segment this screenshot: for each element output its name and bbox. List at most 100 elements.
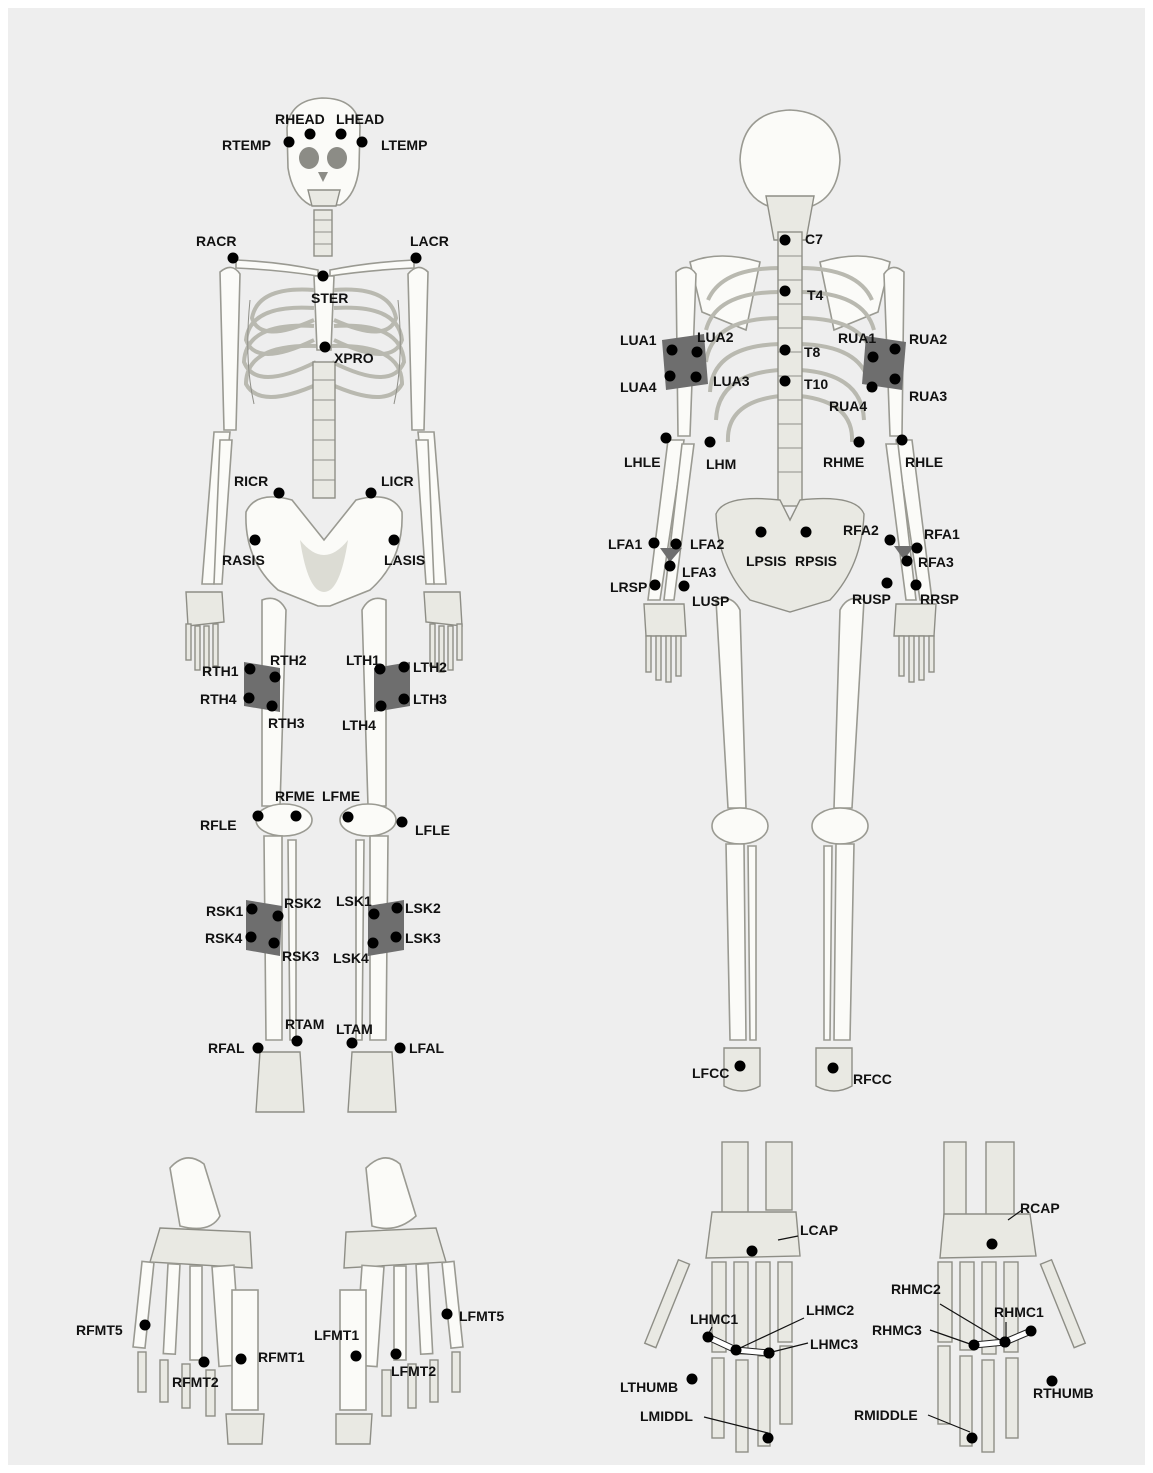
label-rua4: RUA4 <box>829 398 867 414</box>
marker-rcap <box>987 1239 998 1250</box>
marker-lacr <box>411 253 422 264</box>
label-lth1: LTH1 <box>346 652 380 668</box>
marker-lfmt1 <box>351 1351 362 1362</box>
marker-xpro <box>320 342 331 353</box>
label-rfcc: RFCC <box>853 1071 892 1087</box>
label-lacr: LACR <box>410 233 449 249</box>
label-lfcc: LFCC <box>692 1065 729 1081</box>
label-lua1: LUA1 <box>620 332 657 348</box>
marker-lua1 <box>667 345 678 356</box>
label-lua2: LUA2 <box>697 329 734 345</box>
marker-lsk3 <box>391 932 402 943</box>
marker-rrsp <box>911 580 922 591</box>
label-rfa3: RFA3 <box>918 554 954 570</box>
label-rsk4: RSK4 <box>205 930 243 946</box>
label-rfle: RFLE <box>200 817 237 833</box>
label-lth4: LTH4 <box>342 717 376 733</box>
marker-lfle <box>397 817 408 828</box>
marker-licr <box>366 488 377 499</box>
label-lcap: LCAP <box>800 1222 838 1238</box>
marker-lfcc <box>735 1061 746 1072</box>
label-rrsp: RRSP <box>920 591 959 607</box>
label-c7: C7 <box>805 231 823 247</box>
marker-rpsis <box>801 527 812 538</box>
label-racr: RACR <box>196 233 236 249</box>
marker-rfa3 <box>902 556 913 567</box>
marker-lusp <box>679 581 690 592</box>
marker-lua4 <box>665 371 676 382</box>
label-rhmc3: RHMC3 <box>872 1322 922 1338</box>
marker-lth2 <box>399 662 410 673</box>
label-rfme: RFME <box>275 788 315 804</box>
marker-lfa2 <box>671 539 682 550</box>
marker-rtemp <box>284 137 295 148</box>
label-lth2: LTH2 <box>413 659 447 675</box>
marker-rfa2 <box>885 535 896 546</box>
label-rasis: RASIS <box>222 552 265 568</box>
label-lrsp: LRSP <box>610 579 647 595</box>
marker-lcap <box>747 1246 758 1257</box>
marker-lrsp <box>650 580 661 591</box>
marker-t8 <box>780 345 791 356</box>
label-rhmc2: RHMC2 <box>891 1281 941 1297</box>
marker-lfmt5 <box>442 1309 453 1320</box>
marker-lhead <box>336 129 347 140</box>
label-lua3: LUA3 <box>713 373 750 389</box>
label-rhmc1: RHMC1 <box>994 1304 1044 1320</box>
marker-hand-bar-end-1 <box>703 1332 714 1343</box>
marker-ricr <box>274 488 285 499</box>
marker-lpsis <box>756 527 767 538</box>
marker-lhmc1 <box>731 1345 742 1356</box>
label-rsk1: RSK1 <box>206 903 244 919</box>
label-lhmc1: LHMC1 <box>690 1311 738 1327</box>
label-rfa1: RFA1 <box>924 526 960 542</box>
label-rhead: RHEAD <box>275 111 325 127</box>
label-rth2: RTH2 <box>270 652 307 668</box>
label-rua1: RUA1 <box>838 330 876 346</box>
front-skeleton <box>186 98 462 1112</box>
label-xpro: XPRO <box>334 350 374 366</box>
label-lthumb: LTHUMB <box>620 1379 678 1395</box>
label-lhmc3: LHMC3 <box>810 1336 858 1352</box>
marker-lhm <box>705 437 716 448</box>
marker-rfmt1 <box>236 1354 247 1365</box>
marker-rmiddle <box>967 1433 978 1444</box>
marker-lhle <box>661 433 672 444</box>
marker-rua3 <box>890 374 901 385</box>
marker-rhle <box>897 435 908 446</box>
marker-rfle <box>253 811 264 822</box>
label-lfmt5: LFMT5 <box>459 1308 504 1324</box>
marker-rsk3 <box>269 938 280 949</box>
marker-ster <box>318 271 329 282</box>
label-lfmt2: LFMT2 <box>391 1363 436 1379</box>
marker-rfmt2 <box>199 1357 210 1368</box>
label-lsk3: LSK3 <box>405 930 441 946</box>
label-rfmt5: RFMT5 <box>76 1322 123 1338</box>
label-rsk3: RSK3 <box>282 948 320 964</box>
label-rth4: RTH4 <box>200 691 237 707</box>
label-lusp: LUSP <box>692 593 729 609</box>
label-ster: STER <box>311 290 348 306</box>
marker-lthumb <box>687 1374 698 1385</box>
marker-rua1 <box>868 352 879 363</box>
marker-rsk4 <box>246 932 257 943</box>
label-rth1: RTH1 <box>202 663 239 679</box>
label-lfme: LFME <box>322 788 360 804</box>
marker-rsk2 <box>273 911 284 922</box>
marker-t10 <box>780 376 791 387</box>
label-licr: LICR <box>381 473 414 489</box>
label-lhle: LHLE <box>624 454 661 470</box>
marker-rfmt5 <box>140 1320 151 1331</box>
label-rcap: RCAP <box>1020 1200 1060 1216</box>
marker-rsk1 <box>247 904 258 915</box>
label-rtam: RTAM <box>285 1016 324 1032</box>
label-t10: T10 <box>804 376 828 392</box>
label-lsk4: LSK4 <box>333 950 369 966</box>
label-lfle: LFLE <box>415 822 450 838</box>
marker-lua2 <box>692 347 703 358</box>
label-lhm: LHM <box>706 456 736 472</box>
label-lfa1: LFA1 <box>608 536 642 552</box>
marker-rfme <box>291 811 302 822</box>
label-ricr: RICR <box>234 473 268 489</box>
